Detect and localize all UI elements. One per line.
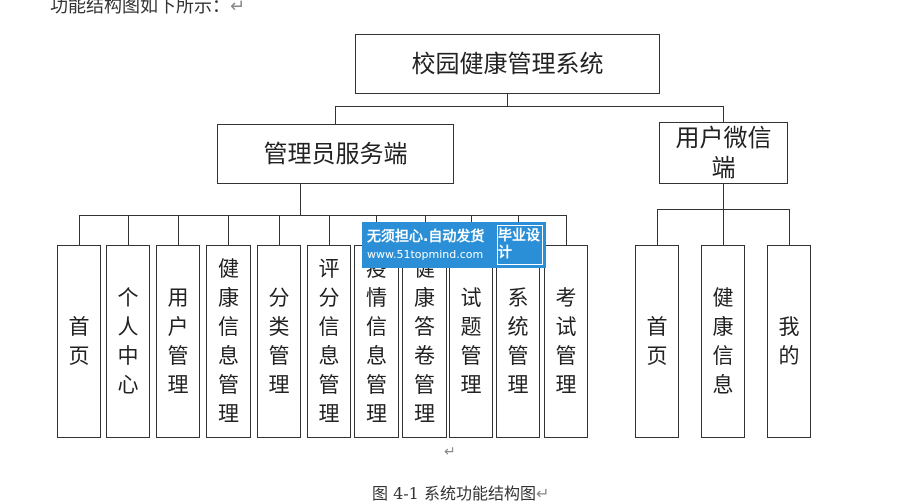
- watermark-url: www.51topmind.com: [367, 248, 484, 261]
- watermark-badge: 毕业设计: [497, 225, 543, 265]
- root-node: 校园健康管理系统: [355, 34, 660, 94]
- connector-root-down: [507, 93, 509, 106]
- leaf-node-system-management: 系统管理: [496, 245, 540, 438]
- drop-line: [79, 215, 81, 245]
- intro-text: 功能结构图如下所示：↵: [50, 0, 246, 17]
- leaf-node-user-management: 用户管理: [156, 245, 200, 438]
- leaf-node-personal-center: 个人中心: [106, 245, 150, 438]
- connector-admin-children-horizontal: [79, 215, 567, 217]
- connector-wechat-up: [723, 106, 725, 123]
- paragraph-return-mark: ↵: [444, 444, 456, 460]
- drop-line: [178, 215, 180, 245]
- figure-caption: 图 4-1 系统功能结构图↵: [372, 484, 550, 503]
- leaf-node-wechat-home: 首页: [635, 245, 679, 438]
- leaf-node-exam-management: 考试管理: [544, 245, 588, 438]
- branch-node-admin: 管理员服务端: [217, 124, 454, 184]
- leaf-node-question-management: 试题管理: [449, 245, 493, 438]
- leaf-node-rating-info-management: 评分信息管理: [307, 245, 351, 438]
- drop-line: [566, 215, 568, 245]
- drop-line: [128, 215, 130, 245]
- drop-line: [723, 209, 725, 245]
- connector-wechat-down: [723, 183, 725, 210]
- leaf-node-wechat-health-info: 健康信息: [701, 245, 745, 438]
- connector-admin-down: [300, 183, 302, 216]
- watermark-banner: 无须担心.自动发货 www.51topmind.com 毕业设计: [362, 222, 546, 268]
- leaf-node-category-management: 分类管理: [257, 245, 301, 438]
- leaf-node-health-questionnaire-management: 健康答卷管理: [402, 245, 447, 438]
- drop-line: [657, 209, 659, 245]
- leaf-node-home: 首页: [57, 245, 101, 438]
- connector-root-horizontal: [335, 106, 724, 108]
- leaf-node-epidemic-info-management: 疫情信息管理: [354, 245, 399, 438]
- drop-line: [228, 215, 230, 245]
- leaf-node-health-info-management: 健康信息管理: [206, 245, 251, 438]
- drop-line: [789, 209, 791, 245]
- branch-node-wechat: 用户微信端: [659, 122, 788, 184]
- drop-line: [329, 215, 331, 245]
- connector-admin-up: [335, 106, 337, 125]
- watermark-slogan: 无须担心.自动发货: [367, 229, 485, 245]
- drop-line: [279, 215, 281, 245]
- leaf-node-wechat-mine: 我的: [767, 245, 811, 438]
